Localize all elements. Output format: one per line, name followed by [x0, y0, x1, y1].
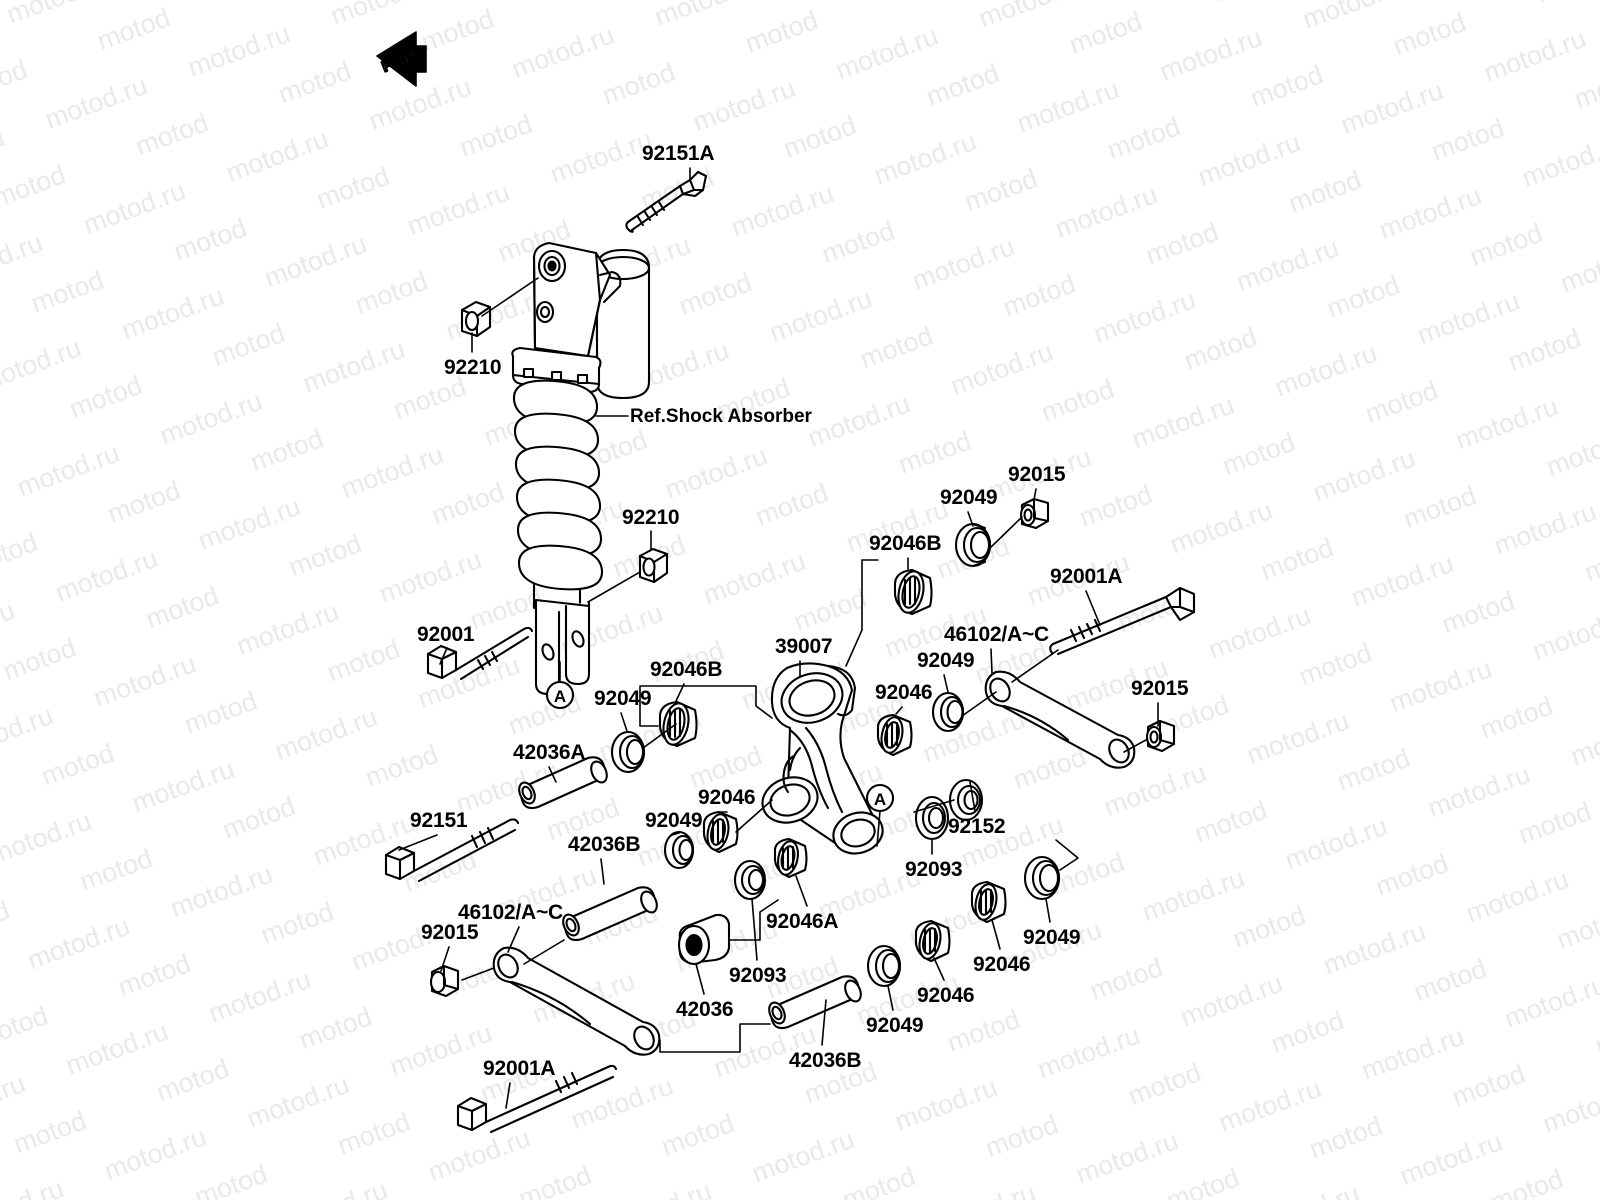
part-label-92001[interactable]: 92001	[417, 623, 475, 646]
part-label-92046-lr[interactable]: 92046	[917, 984, 975, 1007]
part-label-92210-up[interactable]: 92210	[444, 356, 502, 379]
part-label-92001A-b[interactable]: 92001A	[483, 1057, 556, 1080]
part-label-92015-rl[interactable]: 92015	[1131, 677, 1189, 700]
part-label-92046-c[interactable]: 92046	[698, 786, 756, 809]
part-label-92049-lu[interactable]: 92049	[594, 687, 652, 710]
part-label-42036[interactable]: 42036	[676, 998, 734, 1021]
part-label-92152[interactable]: 92152	[948, 815, 1006, 838]
part-label-92093-r[interactable]: 92093	[905, 858, 963, 881]
part-label-92049-c[interactable]: 92049	[645, 809, 703, 832]
part-label-92049-fr[interactable]: 92049	[1023, 926, 1081, 949]
part-label-39007[interactable]: 39007	[775, 635, 833, 658]
part-label-92046-r[interactable]: 92046	[875, 681, 933, 704]
part-label-92046A[interactable]: 92046A	[766, 910, 839, 933]
part-label-92046B-l[interactable]: 92046B	[650, 658, 723, 681]
part-label-92151A[interactable]: 92151A	[642, 142, 715, 165]
part-label-92046-fr[interactable]: 92046	[973, 953, 1031, 976]
part-label-92046B-up[interactable]: 92046B	[869, 532, 942, 555]
part-label-92210-low[interactable]: 92210	[622, 506, 680, 529]
part-label-92151[interactable]: 92151	[410, 809, 468, 832]
part-label-92049-lr[interactable]: 92049	[866, 1014, 924, 1037]
part-label-92001A-r[interactable]: 92001A	[1050, 565, 1123, 588]
part-label-92049-ur[interactable]: 92049	[940, 486, 998, 509]
part-label-42036B-l[interactable]: 42036B	[568, 833, 641, 856]
part-label-42036A[interactable]: 42036A	[513, 741, 586, 764]
part-label-92015-ll[interactable]: 92015	[421, 921, 479, 944]
part-label-92093-l[interactable]: 92093	[729, 964, 787, 987]
part-label-92049-rl[interactable]: 92049	[917, 649, 975, 672]
part-label-92015-ur[interactable]: 92015	[1008, 463, 1066, 486]
part-label-46102-r[interactable]: 46102/A~C	[944, 623, 1050, 646]
part-label-42036B-b[interactable]: 42036B	[789, 1049, 862, 1072]
ref-shock-absorber-note: Ref.Shock Absorber	[630, 406, 812, 427]
